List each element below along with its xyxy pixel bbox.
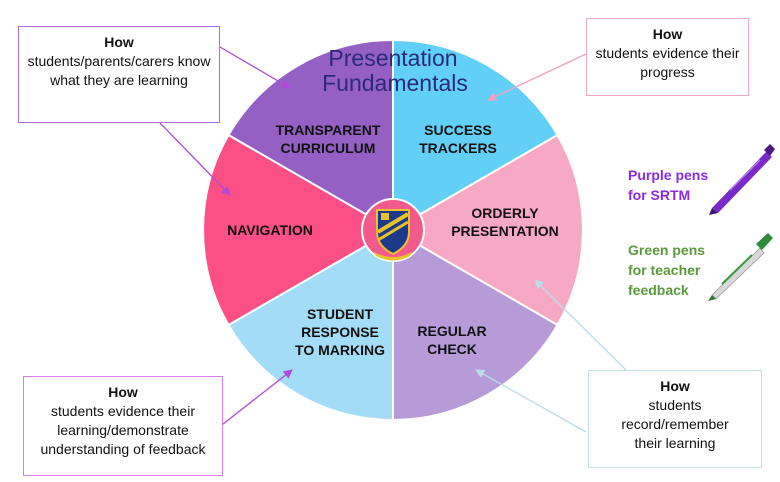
green-pens-label: Green pens for teacher feedback — [628, 242, 706, 298]
segment-label-regular-check: CHECK — [427, 341, 477, 357]
segment-student-response — [202, 133, 395, 327]
segment-orderly-presentation — [392, 228, 559, 422]
connector-lines — [159, 46, 629, 433]
info-box-top-left: How students/parents/carers know what th… — [18, 26, 220, 123]
segment-success-trackers — [391, 133, 584, 327]
purple-pen-icon — [709, 144, 775, 215]
title-line-2: Fundamentals — [322, 70, 468, 96]
segment-label-student-response: STUDENT — [307, 306, 374, 322]
segment-regular-check — [227, 228, 394, 422]
segment-label-transparent-curriculum: TRANSPARENT — [276, 122, 381, 138]
segment-transparent-curriculum — [392, 38, 559, 232]
box-text: students/parents/carers know what they a… — [27, 53, 211, 88]
segment-label-success-trackers: SUCCESS — [424, 122, 492, 138]
box-text: students evidence their learning/demonst… — [40, 403, 206, 457]
info-box-bottom-right: How students record/remember their learn… — [588, 370, 762, 468]
purple-pens-label: Purple pens for SRTM — [628, 167, 709, 203]
green-pen-icon — [708, 233, 773, 301]
box-heading: How — [108, 384, 138, 400]
box-heading: How — [104, 34, 134, 50]
segment-navigation — [227, 38, 394, 232]
diagram-title: Presentation Fundamentals — [322, 45, 468, 96]
segment-label-navigation: NAVIGATION — [227, 222, 313, 238]
box-heading: How — [652, 26, 683, 42]
box-text: students evidence their progress — [595, 45, 740, 80]
segment-label-regular-check: REGULAR — [417, 323, 486, 339]
segment-label-student-response: RESPONSE — [301, 324, 379, 340]
info-box-bottom-left: How students evidence their learning/dem… — [23, 376, 223, 476]
segment-label-orderly-presentation: PRESENTATION — [451, 223, 559, 239]
segment-label-success-trackers: TRACKERS — [419, 140, 497, 156]
box-heading: How — [660, 378, 690, 394]
school-crest-icon — [361, 198, 425, 262]
box-text: students record/remember their learning — [621, 397, 729, 451]
segment-label-orderly-presentation: ORDERLY — [471, 205, 539, 221]
segment-label-transparent-curriculum: CURRICULUM — [281, 140, 376, 156]
info-box-top-right: How students evidence their progress — [586, 18, 749, 96]
title-line-1: Presentation — [328, 45, 457, 71]
segment-label-student-response: TO MARKING — [295, 342, 385, 358]
